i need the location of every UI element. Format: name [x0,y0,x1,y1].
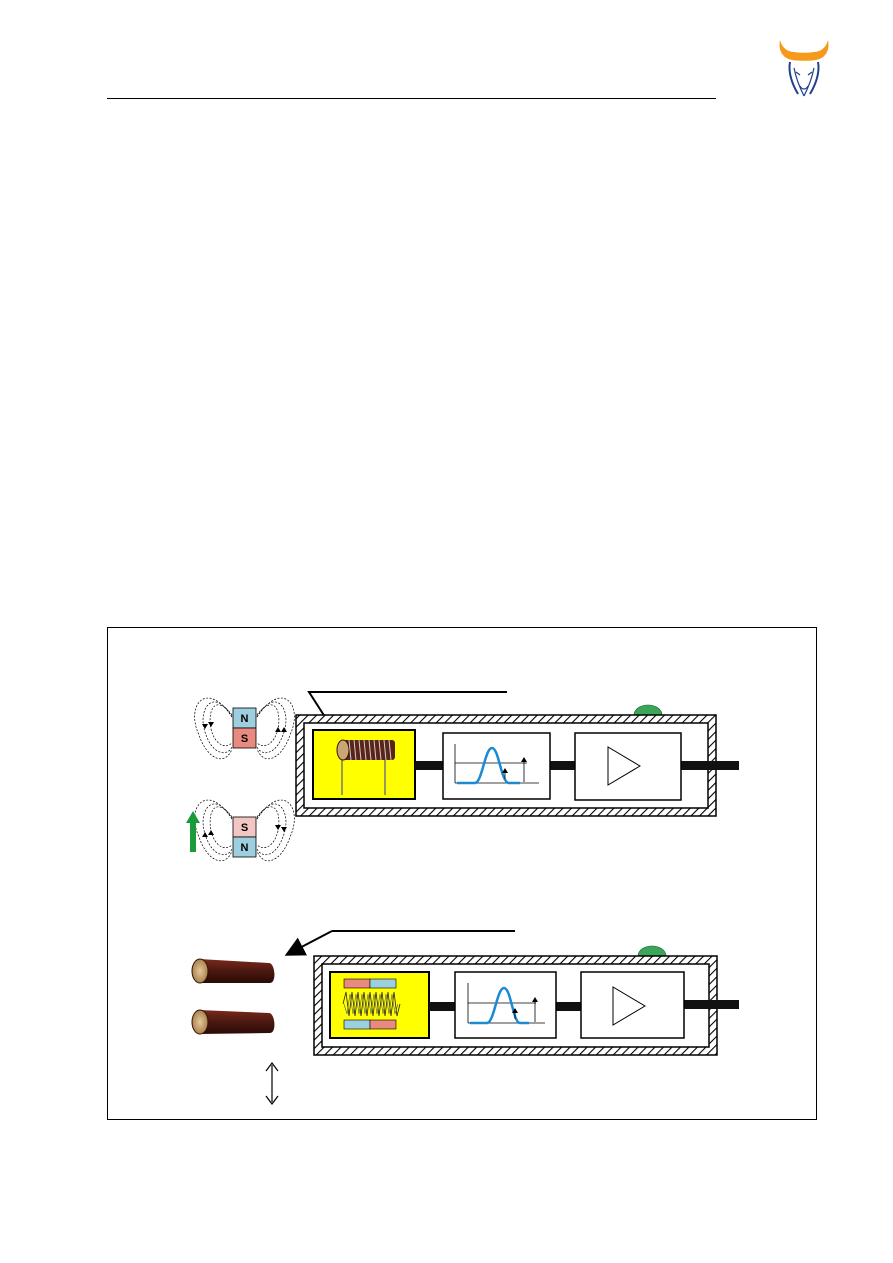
connector-bottom-1 [429,1002,455,1011]
output-lead-bottom [684,1000,739,1009]
sensor-diagram: N S S N [186,691,739,1105]
signal-box-bottom [454,971,557,1039]
magnet-bottom: S N [232,816,257,858]
field-arrowheads-top [202,722,287,732]
metal-rod-lower [191,1009,275,1035]
output-lead-top [681,761,739,770]
header-rule [107,98,716,99]
magnet-top: N S [232,707,257,749]
signal-graph-top [454,744,539,785]
amplifier-triangle-icon [607,746,641,786]
magnet-top-upper-pole: N [241,713,249,725]
coil-icon [336,739,395,795]
green-up-arrow-icon [186,811,200,852]
indicator-dome-bottom [637,945,667,957]
vertical-double-arrow-icon [265,1062,279,1105]
signal-graph-bottom [467,983,545,1025]
amplifier-triangle-icon-bottom [612,986,646,1026]
indicator-dome-top [633,704,663,716]
signal-box-top [442,732,551,800]
amplifier-box-top [574,732,682,801]
amplifier-box-bottom [580,971,685,1039]
figure-frame [107,627,817,1120]
magnet-bottom-upper-pole: S [241,822,248,834]
magnet-bottom-lower-pole: N [241,842,249,854]
connector-top-1 [415,761,443,770]
field-arrowheads-bottom [202,825,287,837]
bull-head-logo [779,40,829,97]
inductor-magnets-icon [342,978,401,1030]
metal-rod-upper [191,958,275,984]
connector-top-2 [550,761,575,770]
connector-bottom-2 [556,1002,581,1011]
magnet-top-lower-pole: S [241,733,248,745]
